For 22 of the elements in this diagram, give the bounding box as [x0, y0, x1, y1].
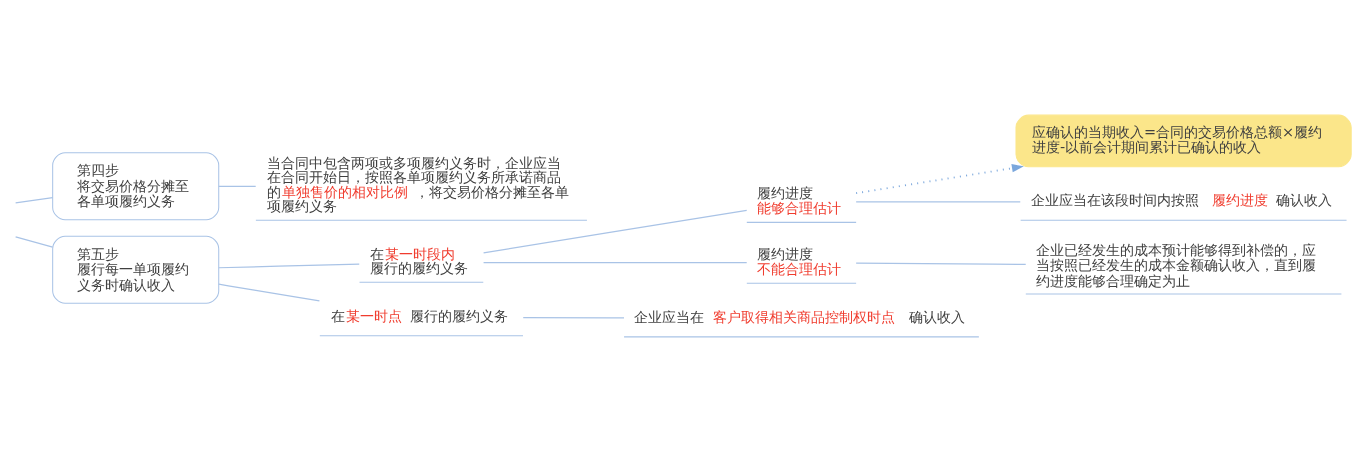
connector: [855, 262, 1027, 266]
node-text: 企业应当在该段时间内按照 履约进度 确认收入: [1030, 192, 1333, 209]
connector: [855, 201, 1021, 203]
node-text: 当合同中包含两项或多项履约义务时，企业应当在合同开始日，按照各单项履约义务所承诺商品的单独售价的相对比例，将交易价格分摊至各单项履约义务: [266, 154, 570, 215]
node-text: 履约进度不能合理估计: [757, 245, 842, 278]
connector: [218, 185, 257, 187]
connector: [15, 197, 54, 204]
node-text: 企业已经发生的成本预计能够得到补偿的，应当按照已经发生的成本金额确认收入，直到履约进度能够合理确定为止: [1036, 241, 1317, 289]
node-text: 履约进度能够合理估计: [757, 184, 842, 217]
node-box: 第四步 将交易价格分摊至各单项履约义务: [52, 152, 220, 221]
connector: [522, 316, 625, 319]
node-text: 企业应当在 客户取得相关商品控制权时点 确认收入: [634, 308, 965, 325]
node-text: 在某一时点 履行的履约义务: [330, 307, 509, 324]
connector: [482, 262, 748, 264]
connector: [218, 283, 321, 302]
connector: [482, 209, 748, 254]
arrow: [855, 164, 1024, 195]
connector: [15, 236, 54, 248]
node-box: 第五步 履行每一单项履约义务时确认收入: [52, 235, 220, 304]
node-text: 在某一时段内履行的履约义务: [369, 245, 468, 277]
node-box: 应确认的当期收入=合同的交易价格总额×履约进度-以前会计期间累计已确认的收入: [1015, 114, 1352, 168]
connector: [218, 263, 360, 269]
